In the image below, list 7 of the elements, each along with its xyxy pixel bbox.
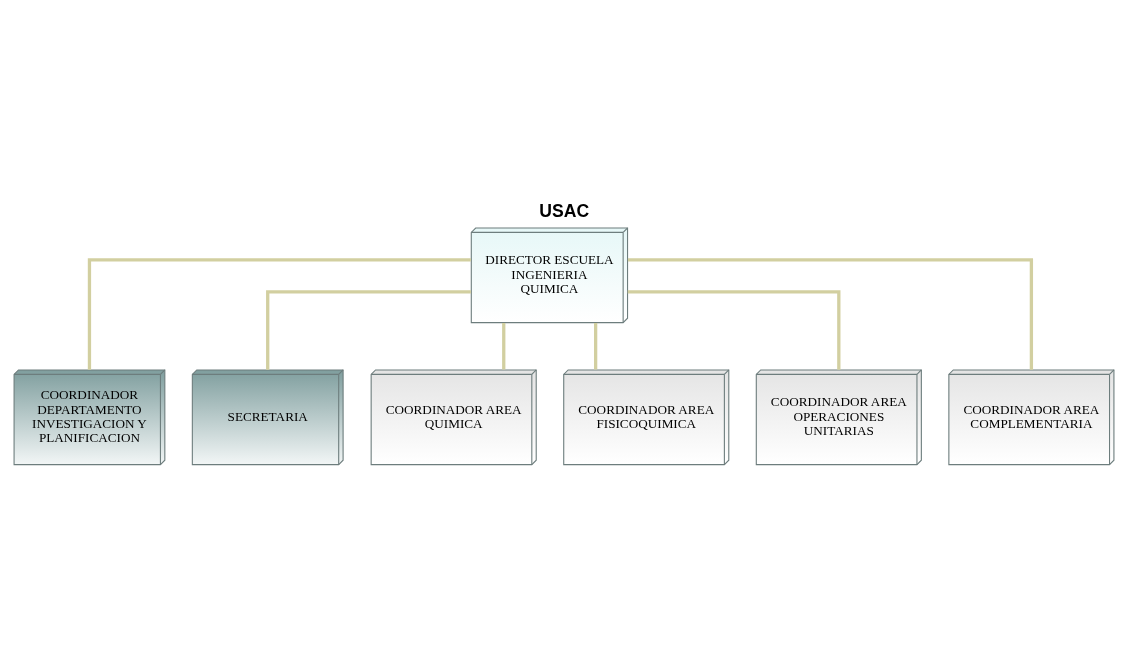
connector [627, 258, 1034, 370]
connector [594, 323, 598, 370]
connector [87, 258, 471, 370]
connector [502, 323, 506, 370]
connector [266, 290, 471, 370]
connector [627, 290, 841, 370]
diagram-title: USAC [539, 200, 590, 221]
